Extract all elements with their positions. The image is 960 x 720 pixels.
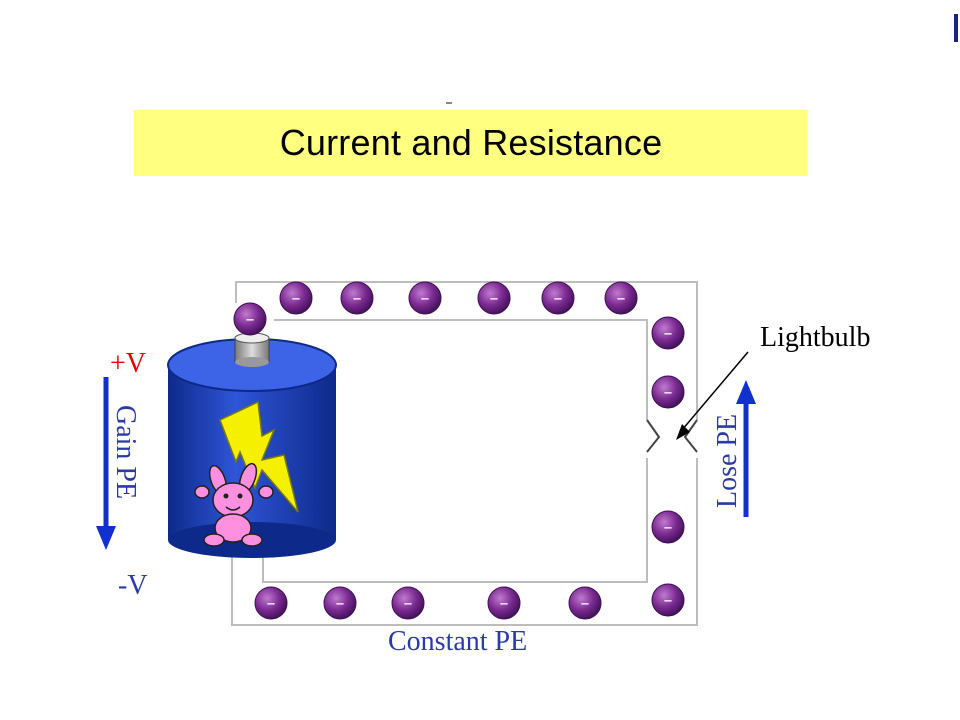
electron-charge-sign: – bbox=[664, 382, 673, 403]
lightbulb-pointer bbox=[676, 351, 749, 440]
electron-icon: – bbox=[651, 583, 685, 617]
electron-charge-sign: – bbox=[581, 593, 590, 614]
electron-charge-sign: – bbox=[617, 288, 626, 309]
electron-charge-sign: – bbox=[490, 288, 499, 309]
title-dash bbox=[446, 102, 452, 104]
electron-icon: – bbox=[487, 586, 521, 620]
wire-inner bbox=[262, 319, 648, 583]
corner-mark bbox=[954, 14, 958, 42]
electron-icon: – bbox=[323, 586, 357, 620]
electron-charge-sign: – bbox=[353, 288, 362, 309]
arrow-up-icon bbox=[736, 380, 756, 517]
electron-icon: – bbox=[233, 302, 267, 336]
lightning-bolt-icon bbox=[219, 400, 299, 513]
electron-charge-sign: – bbox=[404, 593, 413, 614]
negative-voltage-label: -V bbox=[118, 570, 148, 601]
electron-charge-sign: – bbox=[554, 288, 563, 309]
electron-charge-sign: – bbox=[292, 288, 301, 309]
bunny-icon bbox=[194, 462, 274, 547]
electron-icon: – bbox=[477, 281, 511, 315]
electron-charge-sign: – bbox=[664, 590, 673, 611]
lightbulb-label: Lightbulb bbox=[760, 322, 870, 353]
electron-charge-sign: – bbox=[267, 593, 276, 614]
wire-outer bbox=[231, 281, 698, 626]
lightbulb-filament bbox=[646, 419, 698, 453]
lose-pe-label: Lose PE bbox=[712, 414, 743, 508]
electron-icon: – bbox=[604, 281, 638, 315]
electron-icon: – bbox=[651, 316, 685, 350]
electron-charge-sign: – bbox=[421, 288, 430, 309]
electron-charge-sign: – bbox=[246, 309, 255, 330]
constant-pe-label: Constant PE bbox=[388, 626, 527, 657]
electron-icon: – bbox=[408, 281, 442, 315]
electron-icon: – bbox=[651, 510, 685, 544]
positive-voltage-label: +V bbox=[110, 348, 146, 379]
electron-icon: – bbox=[254, 586, 288, 620]
electron-icon: – bbox=[279, 281, 313, 315]
electron-icon: – bbox=[391, 586, 425, 620]
title-bar: Current and Resistance bbox=[134, 110, 808, 176]
electron-group: – – – – – – – – – – – – – – – – bbox=[233, 281, 685, 620]
electron-charge-sign: – bbox=[336, 593, 345, 614]
arrow-down-icon bbox=[96, 377, 116, 550]
electron-charge-sign: – bbox=[664, 323, 673, 344]
electron-icon: – bbox=[651, 375, 685, 409]
electron-icon: – bbox=[568, 586, 602, 620]
electron-charge-sign: – bbox=[500, 593, 509, 614]
electron-icon: – bbox=[541, 281, 575, 315]
electron-icon: – bbox=[340, 281, 374, 315]
slide-title: Current and Resistance bbox=[279, 122, 663, 163]
gain-pe-label: Gain PE bbox=[110, 405, 141, 499]
electron-charge-sign: – bbox=[664, 517, 673, 538]
